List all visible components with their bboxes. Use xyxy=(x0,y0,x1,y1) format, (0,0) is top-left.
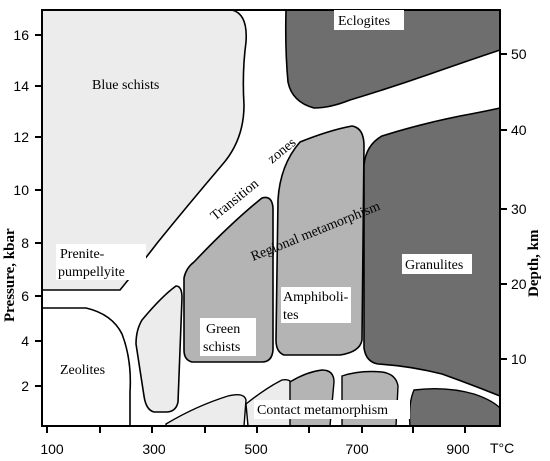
label-bg-eclogites xyxy=(334,10,404,30)
x-tick-100: 100 xyxy=(40,441,64,457)
left-tick-10: 10 xyxy=(13,182,29,198)
region-eclogites xyxy=(284,9,501,109)
left-ticks xyxy=(35,34,42,387)
region-contact-5 xyxy=(408,387,501,427)
label-granulites: Granulites xyxy=(405,258,463,273)
label-amphibolites-line2: tes xyxy=(283,308,299,323)
label-blue-schists: Blue schists xyxy=(92,78,159,93)
label-bg-prenite xyxy=(56,244,146,280)
x-unit-label: T°C xyxy=(490,440,514,456)
right-tick-40: 40 xyxy=(511,122,527,138)
label-eclogites: Eclogites xyxy=(338,14,390,29)
y-axis-title-right: Depth, km xyxy=(526,229,542,297)
region-green-wedge xyxy=(135,285,183,413)
label-zeolites: Zeolites xyxy=(60,363,105,378)
x-tick-300: 300 xyxy=(142,441,166,457)
left-tick-2: 2 xyxy=(21,378,29,394)
left-tick-14: 14 xyxy=(13,78,29,94)
left-tick-12: 12 xyxy=(13,129,29,145)
region-contact-1 xyxy=(165,393,247,427)
label-green-line2: schists xyxy=(203,340,240,355)
right-ticks xyxy=(500,53,507,360)
right-tick-30: 30 xyxy=(511,201,527,217)
right-tick-10: 10 xyxy=(511,351,527,367)
label-amphibolites-line1: Amphiboli- xyxy=(283,290,349,305)
label-green-line1: Green xyxy=(206,322,240,337)
x-tick-500: 500 xyxy=(244,441,268,457)
x-tick-900: 900 xyxy=(446,441,470,457)
y-axis-title-left: Pressure, kbar xyxy=(2,228,18,322)
label-bg-green-schists xyxy=(200,318,256,356)
right-tick-20: 20 xyxy=(511,276,527,292)
label-prenite-line1: Prenite- xyxy=(60,247,105,262)
label-bg-amphibolites xyxy=(281,287,351,323)
left-tick-16: 16 xyxy=(13,27,29,43)
plot-frame xyxy=(41,9,501,427)
left-tick-8: 8 xyxy=(21,235,29,251)
x-tick-700: 700 xyxy=(345,441,369,457)
label-bg-contact xyxy=(254,400,410,419)
region-granulites xyxy=(363,107,501,398)
label-bg-granulites xyxy=(402,254,472,274)
region-blue-schists xyxy=(41,9,248,291)
label-prenite-line2: pumpellyite xyxy=(58,265,125,280)
x-ticks xyxy=(46,426,466,433)
region-zeolites xyxy=(41,307,132,427)
right-tick-50: 50 xyxy=(511,46,527,62)
left-tick-6: 6 xyxy=(21,288,29,304)
label-contact-metamorphism: Contact metamorphism xyxy=(257,403,388,418)
left-tick-4: 4 xyxy=(21,333,29,349)
